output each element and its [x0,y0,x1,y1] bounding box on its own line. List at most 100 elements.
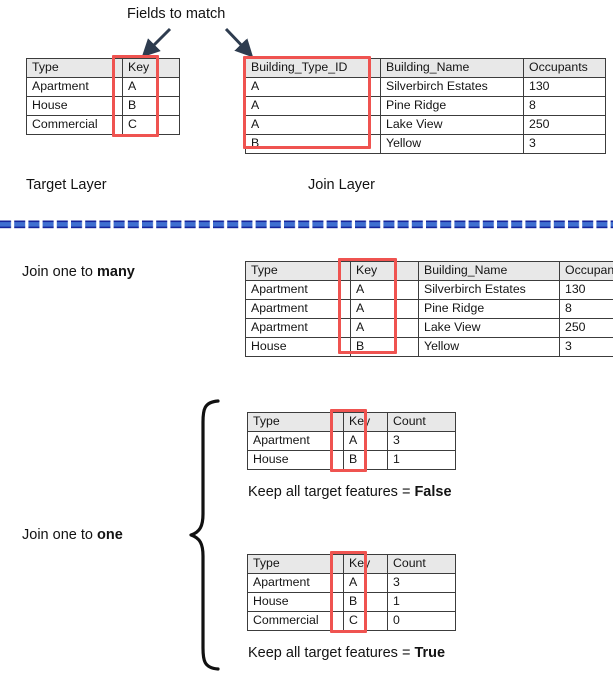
cell-occupants: 130 [523,77,606,97]
cell-type: Apartment [247,431,344,451]
join-layer-table: Building_Type_ID Building_Name Occupants… [245,58,606,154]
join-one-to-many-emphasis: many [96,264,135,280]
target-layer-table: Type Key Apartment A House B Commercial … [26,58,180,135]
table-row: Commercial C 0 [247,611,456,631]
cell-building-name: Lake View [380,115,524,135]
join-layer-label: Join Layer [308,177,375,193]
one-to-one-false-table: Type Key Count Apartment A 3 House B 1 [247,412,456,470]
keep-all-true-prefix: Keep all target features = [248,645,415,661]
table-header-row: Type Key Building_Name Occupants [245,261,613,281]
table-row: House B 1 [247,592,456,612]
cell-key: B [343,592,388,612]
arrow-to-join-key [224,27,254,58]
cell-key: B [343,450,388,470]
table-header-row: Type Key Count [247,412,456,432]
cell-key: A [122,77,180,97]
column-header-type: Type [26,58,123,78]
column-header-type: Type [247,554,344,574]
cell-count: 1 [387,450,456,470]
column-header-building-type-id: Building_Type_ID [245,58,381,78]
table-header-row: Building_Type_ID Building_Name Occupants [245,58,606,78]
cell-building-name: Lake View [418,318,560,338]
join-one-to-one-prefix: Join one to [22,527,97,543]
keep-all-false-prefix: Keep all target features = [248,484,415,500]
table-row: Apartment A Pine Ridge 8 [245,299,613,319]
table-row: House B Yellow 3 [245,337,613,357]
column-header-building-name: Building_Name [418,261,560,281]
join-one-to-many-prefix: Join one to [22,264,97,280]
column-header-key: Key [343,554,388,574]
cell-building-type-id: A [245,77,381,97]
table-row: A Pine Ridge 8 [245,96,606,116]
table-row: House B [26,96,180,116]
column-header-occupants: Occupants [559,261,613,281]
cell-count: 3 [387,573,456,593]
join-one-to-one-label: Join one to one [22,528,123,543]
column-header-building-name: Building_Name [380,58,524,78]
cell-count: 1 [387,592,456,612]
cell-type: Commercial [247,611,344,631]
cell-key: A [350,318,419,338]
join-one-to-one-emphasis: one [96,527,123,543]
cell-building-type-id: A [245,115,381,135]
keep-all-true-caption: Keep all target features = True [248,646,445,661]
one-to-one-true-table: Type Key Count Apartment A 3 House B 1 C… [247,554,456,631]
cell-key: B [122,96,180,116]
cell-building-type-id: A [245,96,381,116]
cell-key: A [350,299,419,319]
one-to-many-result-table: Type Key Building_Name Occupants Apartme… [245,261,613,357]
cell-key: A [350,280,419,300]
cell-occupants: 8 [559,299,613,319]
table-row: Commercial C [26,115,180,135]
cell-key: C [122,115,180,135]
cell-type: House [245,337,351,357]
table-row: Apartment A Silverbirch Estates 130 [245,280,613,300]
table-row: House B 1 [247,450,456,470]
table-row: Apartment A 3 [247,573,456,593]
join-one-to-many-label: Join one to many [22,265,135,280]
cell-occupants: 250 [559,318,613,338]
table-header-row: Type Key Count [247,554,456,574]
cell-type: Apartment [245,280,351,300]
cell-type: Apartment [26,77,123,97]
column-header-key: Key [350,261,419,281]
cell-count: 0 [387,611,456,631]
column-header-key: Key [343,412,388,432]
column-header-occupants: Occupants [523,58,606,78]
cell-type: House [26,96,123,116]
table-row: Apartment A 3 [247,431,456,451]
column-header-key: Key [122,58,180,78]
cell-type: House [247,592,344,612]
cell-count: 3 [387,431,456,451]
cell-type: Apartment [247,573,344,593]
column-header-type: Type [245,261,351,281]
column-header-type: Type [247,412,344,432]
arrow-to-target-key [141,27,172,58]
table-header-row: Type Key [26,58,180,78]
join-one-to-one-brace [189,399,220,671]
cell-key: A [343,573,388,593]
cell-occupants: 3 [523,134,606,154]
cell-building-name: Yellow [418,337,560,357]
cell-occupants: 3 [559,337,613,357]
table-row: B Yellow 3 [245,134,606,154]
cell-occupants: 8 [523,96,606,116]
table-row: A Lake View 250 [245,115,606,135]
cell-building-type-id: B [245,134,381,154]
cell-building-name: Silverbirch Estates [418,280,560,300]
cell-building-name: Yellow [380,134,524,154]
cell-type: Commercial [26,115,123,135]
cell-key: C [343,611,388,631]
cell-occupants: 250 [523,115,606,135]
section-divider [0,219,613,230]
table-row: A Silverbirch Estates 130 [245,77,606,97]
table-row: Apartment A [26,77,180,97]
fields-to-match-caption: Fields to match [127,6,226,22]
cell-type: Apartment [245,318,351,338]
cell-building-name: Pine Ridge [418,299,560,319]
cell-building-name: Silverbirch Estates [380,77,524,97]
cell-type: Apartment [245,299,351,319]
cell-occupants: 130 [559,280,613,300]
cell-key: A [343,431,388,451]
column-header-count: Count [387,412,456,432]
